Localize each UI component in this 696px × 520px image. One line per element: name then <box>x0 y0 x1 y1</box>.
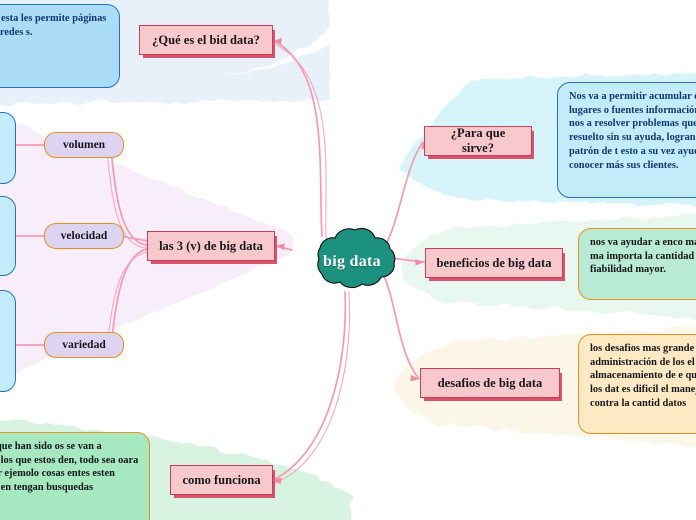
topic-label: beneficios de big data <box>436 255 552 270</box>
note-para-que-sirve: Nos va a permitir acumular diferentes lu… <box>557 82 696 198</box>
edge-center-que-es-b <box>275 44 327 241</box>
subnode-label: variedad <box>62 339 106 351</box>
topic-que-es-big-data[interactable]: ¿Qué es el bid data? <box>139 25 273 55</box>
edge-center-para-que-sirve <box>382 141 424 250</box>
subnode-volumen[interactable]: volumen <box>44 132 124 158</box>
central-node-big-data[interactable]: big data <box>296 226 408 298</box>
topic-label: ¿Para que sirve? <box>450 126 506 155</box>
edge-center-desafios <box>383 275 420 380</box>
note-variedad <box>0 290 16 392</box>
note-velocidad <box>0 196 16 276</box>
note-que-es-big-data: se le da al gran esta les permite página… <box>0 4 120 88</box>
cloud-shape <box>317 228 396 289</box>
central-node-label: big data <box>323 253 381 270</box>
note-como-funciona: r los datos que han sido os se van a det… <box>0 432 150 520</box>
topic-label: ¿Qué es el bid data? <box>152 32 260 47</box>
topic-label: las 3 (v) de big data <box>159 238 263 253</box>
edge-tresv-velocidad <box>119 235 149 242</box>
topic-las-3-v-de-big-data[interactable]: las 3 (v) de big data <box>147 231 275 261</box>
note-text: Nos va a permitir acumular diferentes lu… <box>569 91 696 171</box>
note-beneficios: nos va ayudar a enco mas rápido y con ma… <box>578 228 696 300</box>
subnode-label: velocidad <box>60 230 108 242</box>
topic-label: como funciona <box>182 472 261 487</box>
edge-center-como-funciona <box>272 291 347 481</box>
note-text: los desafios mas grande la administració… <box>590 343 696 409</box>
subnode-variedad[interactable]: variedad <box>44 332 124 358</box>
topic-desafios-de-big-data[interactable]: desafios de big data <box>420 368 560 398</box>
subnode-label: volumen <box>62 139 106 151</box>
note-text: r los datos que han sido os se van a det… <box>0 441 139 494</box>
topic-como-funciona[interactable]: como funciona <box>170 465 273 495</box>
edge-center-como-funciona-b <box>274 291 351 484</box>
note-text: se le da al gran esta les permite página… <box>0 13 107 38</box>
topic-label: desafios de big data <box>437 375 543 390</box>
topic-para-que-sirve[interactable]: ¿Para que sirve? <box>424 126 532 156</box>
subnode-velocidad[interactable]: velocidad <box>44 223 124 249</box>
topic-beneficios-de-big-data[interactable]: beneficios de big data <box>425 248 563 278</box>
note-desafios: los desafios mas grande la administració… <box>578 334 696 434</box>
note-text: nos va ayudar a enco mas rápido y con ma… <box>590 237 696 276</box>
edge-center-que-es <box>273 40 323 237</box>
note-volumen <box>0 112 16 184</box>
